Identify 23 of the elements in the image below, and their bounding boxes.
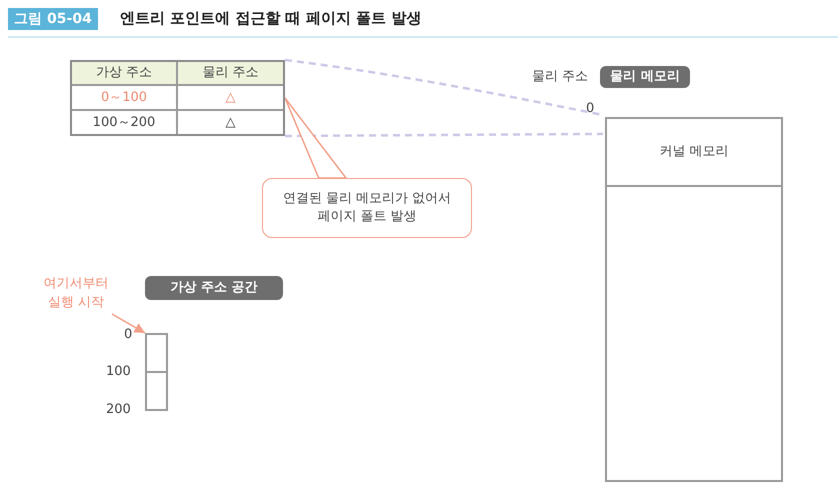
address-tick: 0 xyxy=(124,327,134,343)
arrow xyxy=(112,313,146,334)
address-tick: 100 xyxy=(106,364,132,380)
address-range: 100～200 xyxy=(72,111,178,134)
page-table xyxy=(70,60,285,136)
callout-tail xyxy=(284,97,348,179)
mapping-line xyxy=(285,132,603,138)
address-space-tag: 가상 주소 공간 xyxy=(145,276,283,300)
triangle-mark: △ xyxy=(178,86,283,111)
address-tick: 200 xyxy=(106,402,132,418)
axis-caption: 물리 주소 xyxy=(532,69,590,85)
column-header: 물리 주소 xyxy=(178,62,283,86)
address-range: 0～100 xyxy=(72,86,178,111)
memory-block xyxy=(145,333,168,373)
address-tick: 0 xyxy=(586,101,596,117)
triangle-mark: △ xyxy=(224,114,236,132)
column-header: 가상 주소 xyxy=(72,62,178,86)
memory-block xyxy=(145,373,168,411)
memory-tag: 물리 메모리 xyxy=(600,66,690,88)
start-note: 여기서부터 실행 시작 xyxy=(40,274,112,314)
physical-memory-box xyxy=(605,117,783,482)
figure-number: 그림 05-04 xyxy=(8,8,98,30)
figure-title: 엔트리 포인트에 접근할 때 페이지 폴트 발생 xyxy=(120,10,422,26)
